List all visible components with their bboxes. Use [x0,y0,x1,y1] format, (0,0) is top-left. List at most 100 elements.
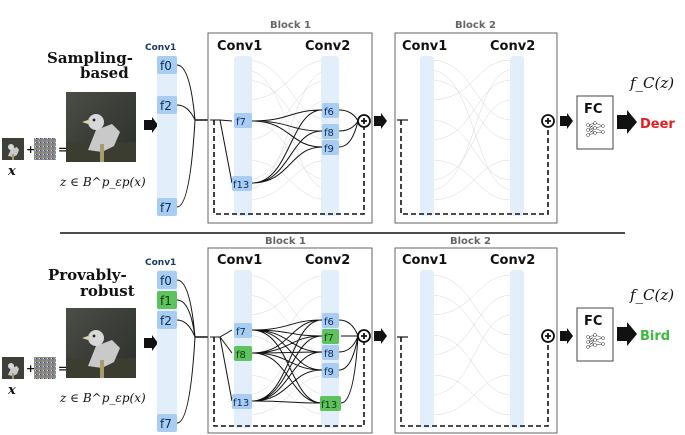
block2-frame [394,32,558,224]
feature-label: f6 [324,107,334,118]
output-arrow [617,322,637,346]
noise-image [34,357,56,379]
feature-label: f9 [324,144,334,155]
feature-box [157,414,177,432]
fc-label: FC [584,314,602,329]
block1-title: Block 1 [270,20,311,31]
method-title-line1: Provably- [48,266,127,284]
feature-label: f1 [160,294,172,308]
noise-image [34,138,56,160]
skip-connection [400,337,549,427]
block1-conv2-label: Conv2 [305,39,350,54]
bottom-panel: Provably- robust + = x z ∈ B^p_εp(x) Con… [2,236,674,434]
block2-conv2-label: Conv2 [490,39,535,54]
perturbed-input-image [66,308,136,378]
svg-text:=: = [58,143,67,156]
feature-label: f8 [324,128,334,139]
feature-label: f7 [236,327,246,338]
perturbation-set-label: z ∈ B^p_εp(x) [59,391,146,405]
feature-label: f7 [236,117,246,128]
svg-text:+: + [26,362,35,375]
block1-conv1-label: Conv1 [217,253,262,268]
input-equation: + = x [2,357,67,398]
feature-label: f0 [160,59,172,73]
stem-feature-column: f0 f1 f2 f7 [157,270,177,432]
block1-conv1-label: Conv1 [217,39,262,54]
stem-conv-label: Conv1 [145,258,176,268]
feature-box [234,323,252,338]
block2-title: Block 2 [455,20,496,31]
block2-conv1-label: Conv1 [402,253,447,268]
input-label: x [7,164,16,179]
block-arrow [560,113,573,129]
feature-box [322,124,339,139]
feature-box [322,329,339,344]
block2-title: Block 2 [450,236,491,247]
skip-connection [213,120,365,215]
method-title-line2: robust [80,282,135,300]
feature-label: f9 [324,367,334,378]
perturbation-set-label: z ∈ B^p_εp(x) [59,175,146,189]
block1-conv2-label: Conv2 [305,253,350,268]
block2-frame [394,247,558,434]
top-panel: Sampling- based + = x z ∈ B^p_εp(x) Conv… [2,20,675,224]
perturbed-input-image [66,92,136,162]
block2-conv1-label: Conv1 [402,39,447,54]
feature-box [322,363,339,378]
classifier-label: f_C(z) [629,74,674,92]
feature-box [322,103,339,118]
feature-box [157,198,177,216]
feature-box [234,113,252,128]
feature-label: f7 [160,201,172,215]
feature-box [322,140,339,155]
feature-box [157,311,177,329]
svg-text:+: + [26,143,35,156]
output-arrow [617,110,637,134]
block2-conv2-label: Conv2 [490,253,535,268]
block-arrow [374,113,387,129]
faint-connections [244,59,331,201]
feature-box [232,394,252,409]
method-title-line1: Sampling- [47,49,133,67]
block1-title: Block 1 [265,236,306,247]
feature-label: f8 [324,349,334,360]
feature-label: f13 [233,398,249,409]
feature-label: f6 [324,317,334,328]
skip-connection [400,120,549,215]
active-connections [251,109,323,184]
feature-box [234,346,252,361]
input-equation: + = x [2,138,67,179]
feature-label: f7 [324,333,334,344]
feature-label: f2 [160,99,172,113]
feature-box [320,396,341,411]
feature-box [322,345,339,360]
input-label: x [7,383,16,398]
feature-box [157,96,177,114]
feature-label: f7 [160,417,172,431]
classifier-label: f_C(z) [629,286,674,304]
block-arrow [560,328,573,344]
feature-label: f8 [236,350,246,361]
stem-feature-column: f0 f2 f7 [157,56,177,216]
feature-box [232,176,252,191]
fc-label: FC [584,102,602,117]
feature-box [157,56,177,74]
stem-conv-label: Conv1 [145,43,176,53]
method-title-line2: based [80,64,129,82]
feature-box [157,271,177,289]
feature-label: f2 [160,314,172,328]
svg-text:=: = [58,362,67,375]
active-connections [251,319,323,404]
input-arrow [144,335,158,351]
prediction-label: Bird [640,329,670,344]
feature-box [157,291,177,309]
input-arrow [144,117,158,133]
feature-label: f13 [321,400,337,411]
feature-box [322,313,339,328]
skip-connection [213,337,365,427]
block-arrow [374,328,387,344]
prediction-label: Deer [640,117,675,132]
feature-label: f13 [233,180,249,191]
feature-label: f0 [160,274,172,288]
